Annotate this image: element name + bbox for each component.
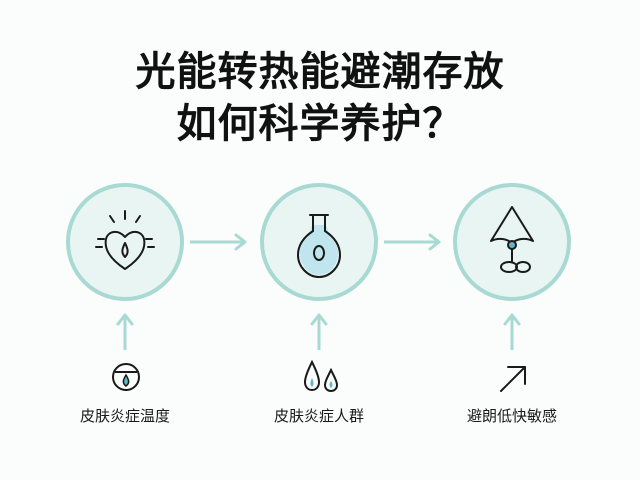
arrow-up-icon bbox=[116, 313, 134, 350]
arrow-right-icon bbox=[384, 233, 441, 251]
step-2-circle bbox=[260, 183, 378, 301]
heart-sun-icon bbox=[95, 210, 155, 270]
step-3-circle bbox=[453, 183, 571, 301]
flask-icon bbox=[297, 214, 341, 278]
cone-stand-icon bbox=[490, 206, 534, 273]
arrow-up-icon bbox=[310, 313, 328, 350]
title-line-1: 光能转热能避潮存放 bbox=[135, 49, 505, 95]
drops-icon bbox=[303, 359, 339, 393]
step-1-caption: 皮肤炎症温度 bbox=[79, 407, 170, 425]
title-line-2: 如何科学养护？ bbox=[176, 101, 464, 147]
arrow-right-icon bbox=[190, 233, 247, 251]
step-3-caption: 避朗低快敏感 bbox=[466, 407, 557, 425]
arrow-up-icon bbox=[503, 313, 521, 350]
drop-target-icon bbox=[112, 363, 140, 391]
diagonal-arrow-icon bbox=[500, 366, 526, 392]
step-2-caption: 皮肤炎症人群 bbox=[273, 407, 364, 425]
step-1-circle bbox=[66, 183, 184, 301]
